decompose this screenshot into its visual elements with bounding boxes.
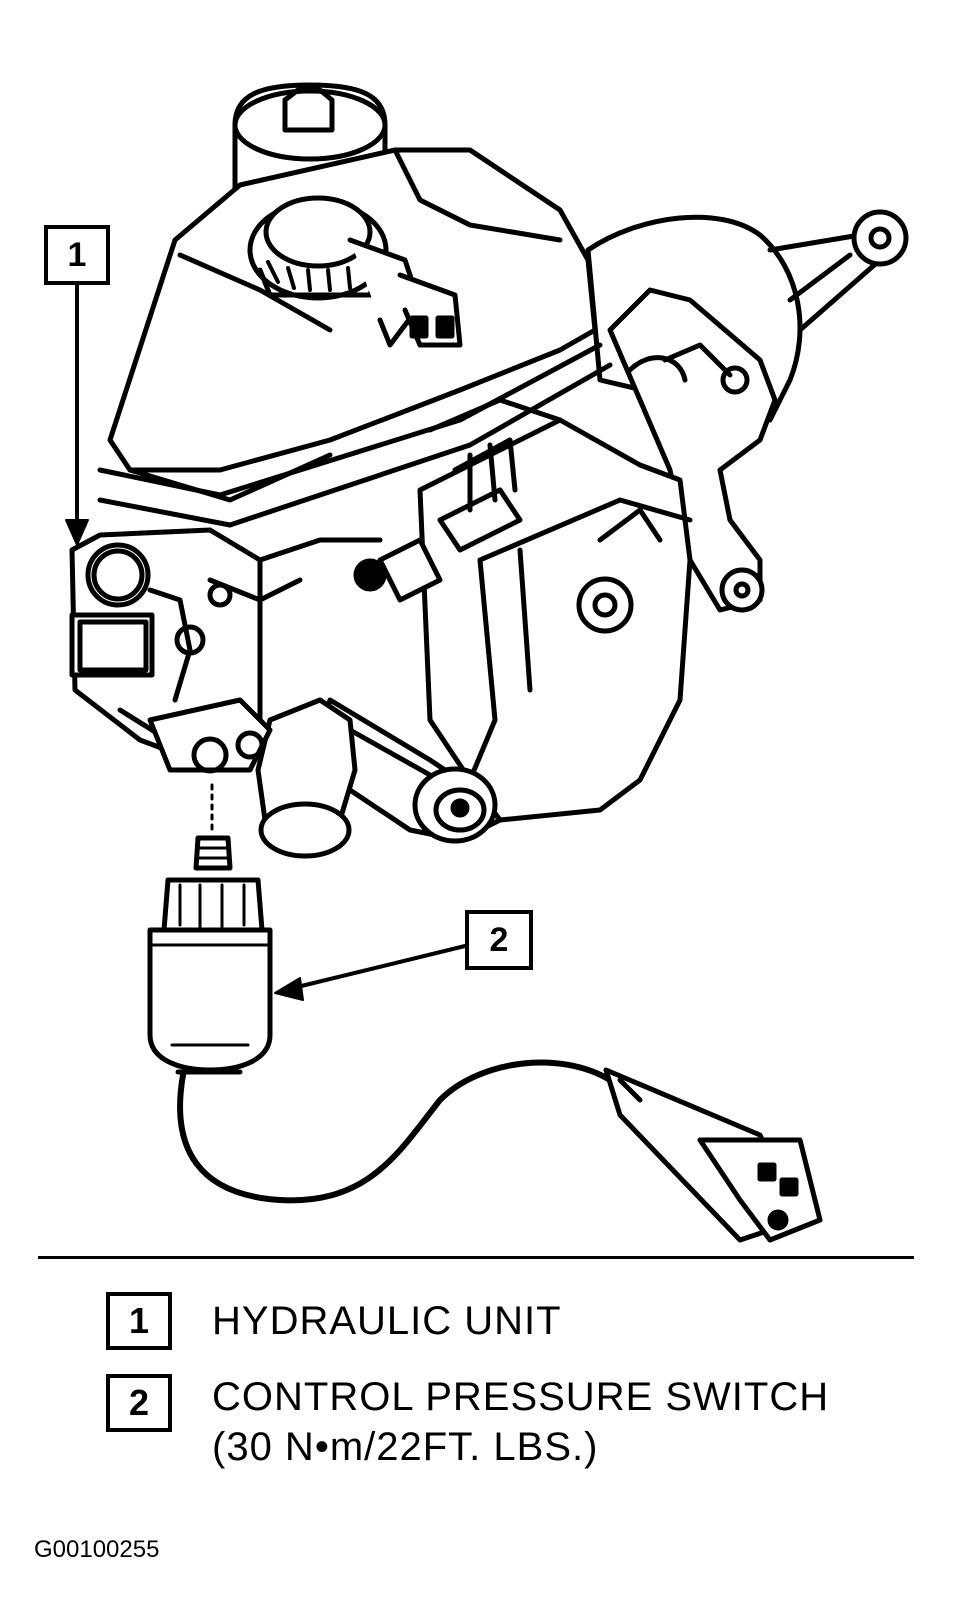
fluid-reservoir [97, 147, 613, 528]
legend-label: HYDRAULIC UNIT [212, 1299, 562, 1343]
legend-divider [38, 1256, 914, 1259]
control-pressure-switch [147, 835, 273, 1075]
legend-torque-spec: (30 N•m/22FT. LBS.) [212, 1425, 599, 1469]
legend-item-hydraulic-unit: 1 HYDRAULIC UNIT [106, 1292, 562, 1350]
legend-number-box: 2 [106, 1374, 172, 1432]
callout-2-leader [283, 944, 467, 992]
legend-number-box: 1 [106, 1292, 172, 1350]
callout-2-label: 2 [465, 910, 533, 970]
switch-wire-lead [177, 1059, 823, 1243]
callout-1-label: 1 [44, 225, 110, 285]
legend-item-control-pressure-switch: 2 CONTROL PRESSURE SWITCH (30 N•m/22FT. … [106, 1372, 829, 1472]
reservoir-cap-front [247, 195, 463, 348]
motor-housing [353, 397, 693, 823]
callout-1-arrowhead [65, 519, 89, 546]
legend-text-block: CONTROL PRESSURE SWITCH (30 N•m/22FT. LB… [212, 1372, 829, 1472]
legend-label: CONTROL PRESSURE SWITCH [212, 1375, 830, 1419]
callout-2-arrowhead [274, 977, 304, 1001]
figure-code: G00100255 [34, 1536, 160, 1563]
outlet-fitting [147, 697, 358, 859]
